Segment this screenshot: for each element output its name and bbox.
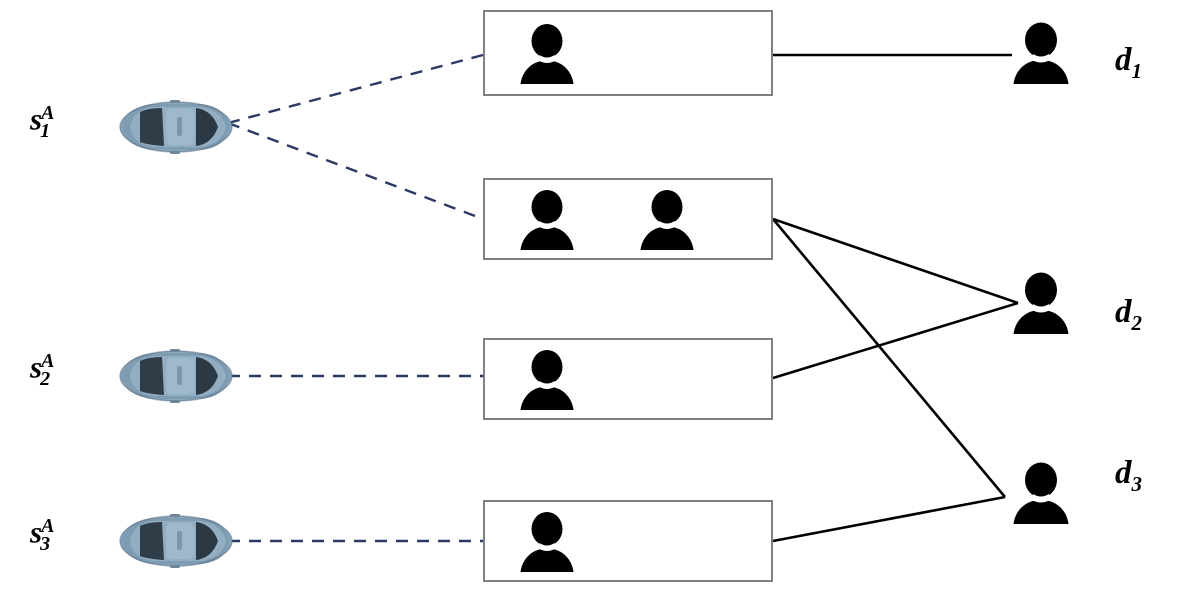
solid-edge-relay2-d2	[772, 217, 1019, 305]
destination-label-d3: d3	[1115, 457, 1142, 495]
destination-label-base: d	[1115, 294, 1132, 330]
dashed-edge-group	[227, 53, 484, 543]
relay-box	[483, 338, 773, 420]
destination-label-base: d	[1115, 455, 1132, 491]
source-label-subscript: 1	[40, 119, 51, 142]
source-label-superscript: A	[41, 350, 55, 372]
car-icon	[118, 98, 234, 156]
person-icon	[1010, 462, 1072, 526]
source-label-superscript: A	[41, 102, 55, 124]
person-icon	[1010, 22, 1072, 86]
source-label-superscript: A	[41, 515, 55, 537]
destination-label-subscript: 1	[1131, 58, 1143, 83]
destination-label-base: d	[1115, 42, 1132, 78]
source-label-subscript: 2	[40, 367, 51, 390]
relay-box	[483, 178, 773, 260]
source-label-s3: s3A	[30, 516, 54, 554]
solid-edge-group	[772, 53, 1019, 543]
person-icon	[637, 190, 697, 252]
relay-box	[483, 500, 773, 582]
source-label-base: s	[30, 101, 43, 137]
person-icon	[1010, 272, 1072, 336]
person-icon	[517, 24, 577, 86]
car-icon	[118, 512, 234, 570]
dashed-edge-s1-relay2	[227, 121, 484, 221]
destination-label-subscript: 3	[1131, 471, 1143, 496]
dashed-edge-s1-relay1	[227, 53, 484, 125]
person-icon	[517, 190, 577, 252]
car-icon	[118, 347, 234, 405]
source-label-s1: s1A	[30, 103, 54, 141]
destination-label-d1: d1	[1115, 44, 1142, 82]
source-label-base: s	[30, 514, 43, 550]
person-icon	[517, 512, 577, 574]
source-label-s2: s2A	[30, 351, 54, 389]
person-icon	[517, 350, 577, 412]
relay-box	[483, 10, 773, 96]
source-label-base: s	[30, 349, 43, 385]
destination-label-d2: d2	[1115, 296, 1142, 334]
source-label-subscript: 3	[40, 532, 51, 555]
solid-edge-relay2-d3	[772, 218, 1006, 498]
solid-edge-relay4-d3	[772, 495, 1006, 543]
solid-edge-relay3-d2	[772, 301, 1019, 380]
destination-label-subscript: 2	[1131, 310, 1143, 335]
